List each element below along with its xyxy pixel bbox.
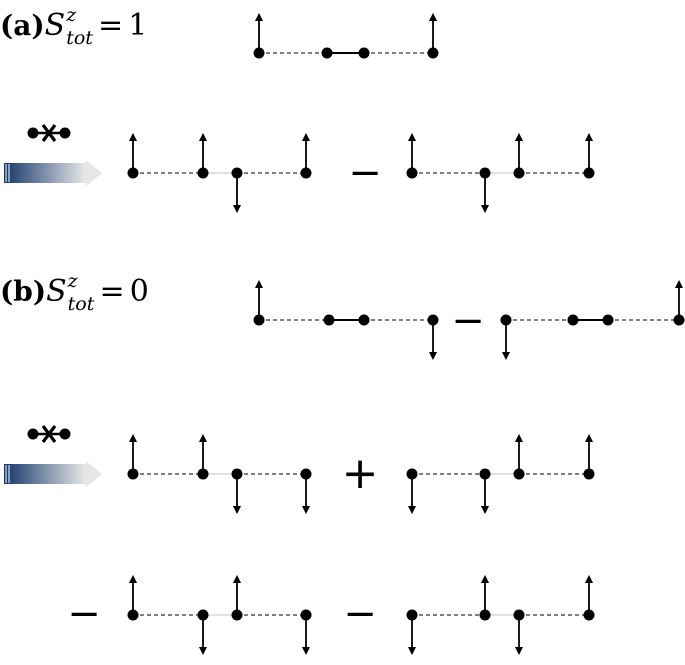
transition-markers — [4, 124, 102, 487]
site-dot — [406, 609, 418, 621]
site-dot — [500, 314, 512, 326]
site-dot — [513, 468, 525, 480]
site-dot — [583, 609, 595, 621]
site-dot — [513, 167, 525, 179]
site-dot — [602, 314, 614, 326]
broken-bond-icon — [27, 425, 71, 443]
panel-a-tag: (a) — [0, 9, 45, 42]
panel-b-tag: (b) — [0, 275, 47, 308]
transition-arrow-shaft — [4, 163, 86, 183]
plus-operator: + — [342, 448, 379, 499]
site-dot — [127, 167, 139, 179]
site-dot — [300, 609, 312, 621]
operators: − − + − − — [67, 150, 485, 637]
panel-b-sub: tot — [67, 292, 95, 315]
site-dot — [406, 167, 418, 179]
transition-arrow-head — [86, 160, 102, 186]
site-dot — [427, 47, 439, 59]
transition-arrow — [4, 160, 102, 186]
sites — [127, 47, 685, 621]
site-dot — [358, 314, 370, 326]
site-dot — [231, 167, 243, 179]
minus-operator: − — [67, 591, 101, 637]
panel-b-value: 0 — [129, 274, 149, 309]
panel-b-equals: = — [99, 274, 125, 309]
site-dot — [358, 47, 370, 59]
minus-operator: − — [343, 591, 377, 637]
broken-bond-cross — [41, 124, 57, 142]
site-dot — [479, 609, 491, 621]
site-dot — [479, 167, 491, 179]
site-dot — [583, 167, 595, 179]
site-dot — [300, 468, 312, 480]
site-dot — [253, 314, 265, 326]
site-dot — [197, 609, 209, 621]
panel-a-symbol: S — [44, 8, 66, 43]
transition-arrow-shaft — [4, 464, 86, 484]
transition-arrow — [4, 461, 102, 487]
panel-a-value: 1 — [128, 8, 148, 43]
spin-arrows — [128, 12, 684, 656]
site-dot — [673, 314, 685, 326]
transition-arrow-head — [86, 461, 102, 487]
site-dot — [197, 167, 209, 179]
site-dot — [427, 314, 439, 326]
site-dot — [253, 47, 265, 59]
panel-a-equals: = — [98, 8, 124, 43]
site-dot — [127, 468, 139, 480]
singlet-bonds — [327, 52, 608, 321]
site-dot — [231, 609, 243, 621]
site-dot — [583, 468, 595, 480]
site-dot — [323, 314, 335, 326]
site-dot — [321, 47, 333, 59]
site-dot — [479, 468, 491, 480]
panel-a-sub: tot — [66, 26, 93, 49]
panel-b-symbol: S — [46, 274, 67, 309]
minus-operator: − — [451, 298, 485, 344]
broken-bond-icon — [27, 124, 71, 142]
minus-operator: − — [348, 150, 382, 196]
dashed-links — [133, 52, 679, 616]
site-dot — [406, 468, 418, 480]
panel-a-sup: z — [66, 3, 77, 26]
site-dot — [197, 468, 209, 480]
broken-bond-cross — [41, 425, 57, 443]
site-dot — [300, 167, 312, 179]
panel-b-sup: z — [67, 269, 78, 292]
site-dot — [127, 609, 139, 621]
site-dot — [231, 468, 243, 480]
site-dot — [513, 609, 525, 621]
site-dot — [567, 314, 579, 326]
